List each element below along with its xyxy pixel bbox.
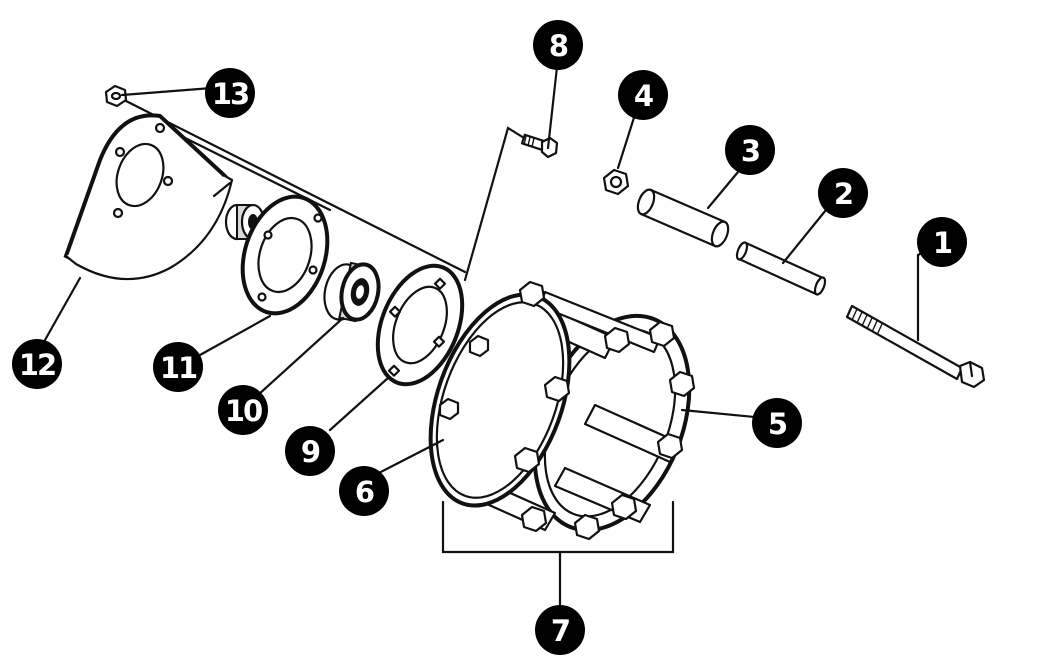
callouts: 1 2 3 4 5 6 7 8 (12, 20, 967, 655)
part-8-short-bolt (520, 133, 559, 159)
leader-8 (546, 56, 560, 150)
svg-text:13: 13 (212, 77, 248, 111)
small-bushing (224, 203, 266, 241)
callout-5: 5 (752, 398, 802, 448)
leader-5 (680, 408, 767, 420)
callout-9: 9 (285, 426, 335, 476)
part-3-large-spacer (636, 188, 730, 248)
svg-text:7: 7 (551, 614, 569, 648)
callout-7: 7 (535, 605, 585, 655)
leader-9 (328, 376, 390, 432)
svg-text:3: 3 (741, 134, 759, 168)
callout-6: 6 (339, 466, 389, 516)
callout-3: 3 (725, 125, 775, 175)
leader-13 (120, 86, 214, 97)
leader-2 (781, 203, 832, 265)
part-10-bearing (323, 261, 381, 323)
part-12-housing-plate (63, 113, 234, 281)
svg-text:12: 12 (19, 348, 55, 382)
callout-8: 8 (533, 20, 583, 70)
part-11-flange-plate (240, 194, 330, 316)
part-2-small-spacer (735, 241, 827, 296)
part-9-end-plate (375, 263, 465, 387)
part-7-bracket (441, 500, 675, 607)
svg-text:9: 9 (301, 435, 320, 469)
leader-12 (43, 276, 82, 342)
callout-10: 10 (218, 385, 268, 435)
svg-text:8: 8 (549, 29, 568, 63)
leader-11 (198, 314, 272, 357)
part-4-hex-nut (602, 168, 630, 196)
cage-nut-heads (438, 280, 696, 541)
callout-11: 11 (153, 342, 203, 392)
callout-13: 13 (205, 68, 255, 118)
part-1-long-bolt (845, 304, 986, 389)
callout-12: 12 (12, 339, 62, 389)
svg-text:6: 6 (355, 475, 374, 509)
bolt-threads (846, 305, 883, 336)
svg-text:10: 10 (225, 394, 262, 428)
svg-text:11: 11 (160, 351, 197, 385)
svg-text:4: 4 (634, 79, 653, 113)
svg-text:2: 2 (834, 177, 852, 211)
leader-10 (256, 316, 345, 397)
svg-text:5: 5 (768, 407, 787, 441)
svg-text:1: 1 (933, 226, 952, 260)
callout-2: 2 (818, 168, 868, 218)
roller-cage-assembly (428, 280, 696, 541)
callout-1: 1 (917, 217, 967, 267)
part-13-hex-nut (104, 84, 128, 108)
callout-4: 4 (618, 70, 668, 120)
leader-6 (373, 438, 445, 477)
